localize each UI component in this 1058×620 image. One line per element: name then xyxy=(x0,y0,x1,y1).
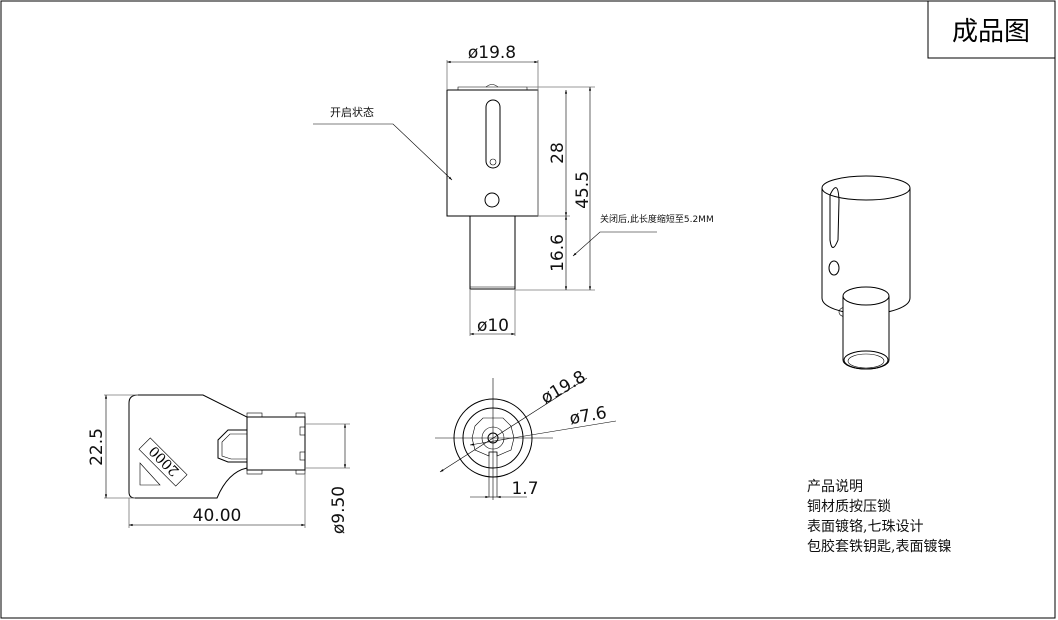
dim-stem-diameter: ø10 xyxy=(477,316,509,336)
end-view: ø19.8 ø7.6 1.7 xyxy=(435,367,617,500)
triangle-mark xyxy=(139,462,161,486)
product-description: 产品说明 铜材质按压锁 表面镀铬,七珠设计 包胶套铁钥匙,表面镀镍 xyxy=(807,479,951,555)
key-shaft xyxy=(246,416,306,471)
description-heading: 产品说明 xyxy=(807,479,863,495)
title-block: 成品图 xyxy=(927,1,1055,59)
hole xyxy=(484,192,500,208)
slot xyxy=(485,99,501,169)
dim-stem-height: 16.6 xyxy=(548,234,568,272)
description-line: 铜材质按压锁 xyxy=(807,499,891,515)
dim-key-length: 40.00 xyxy=(193,506,242,526)
dim-blade-diameter: ø9.50 xyxy=(329,486,349,534)
key-stamp xyxy=(138,437,188,487)
isometric-view xyxy=(821,175,911,370)
key-stamp-text: 2000 xyxy=(146,442,183,479)
key-head xyxy=(128,394,248,499)
dim-body-diameter: ø19.8 xyxy=(468,43,516,63)
description-line: 包胶套铁钥匙,表面镀镍 xyxy=(807,538,951,555)
label-open-state: 开启状态 xyxy=(330,105,374,119)
label-closed-note: 关闭后,此长度缩短至5.2MM xyxy=(600,213,714,225)
dim-slot-width: 1.7 xyxy=(511,479,538,499)
dim-body-height: 28 xyxy=(548,142,568,164)
title-text: 成品图 xyxy=(952,17,1030,47)
description-line: 表面镀铬,七珠设计 xyxy=(807,518,923,535)
dim-outer-diameter: ø19.8 xyxy=(538,367,590,408)
dim-total-height: 45.5 xyxy=(573,171,593,209)
key-view: 2000 22.5 40.00 ø9.50 xyxy=(87,394,350,534)
front-view: ø19.8 28 16.6 45.5 ø10 开启状态 关闭后,此长度缩短至5.… xyxy=(313,43,714,336)
lock-body xyxy=(446,89,539,217)
dim-inner-diameter: ø7.6 xyxy=(568,403,608,429)
dim-head-height: 22.5 xyxy=(87,428,107,466)
lock-stem xyxy=(469,215,516,290)
